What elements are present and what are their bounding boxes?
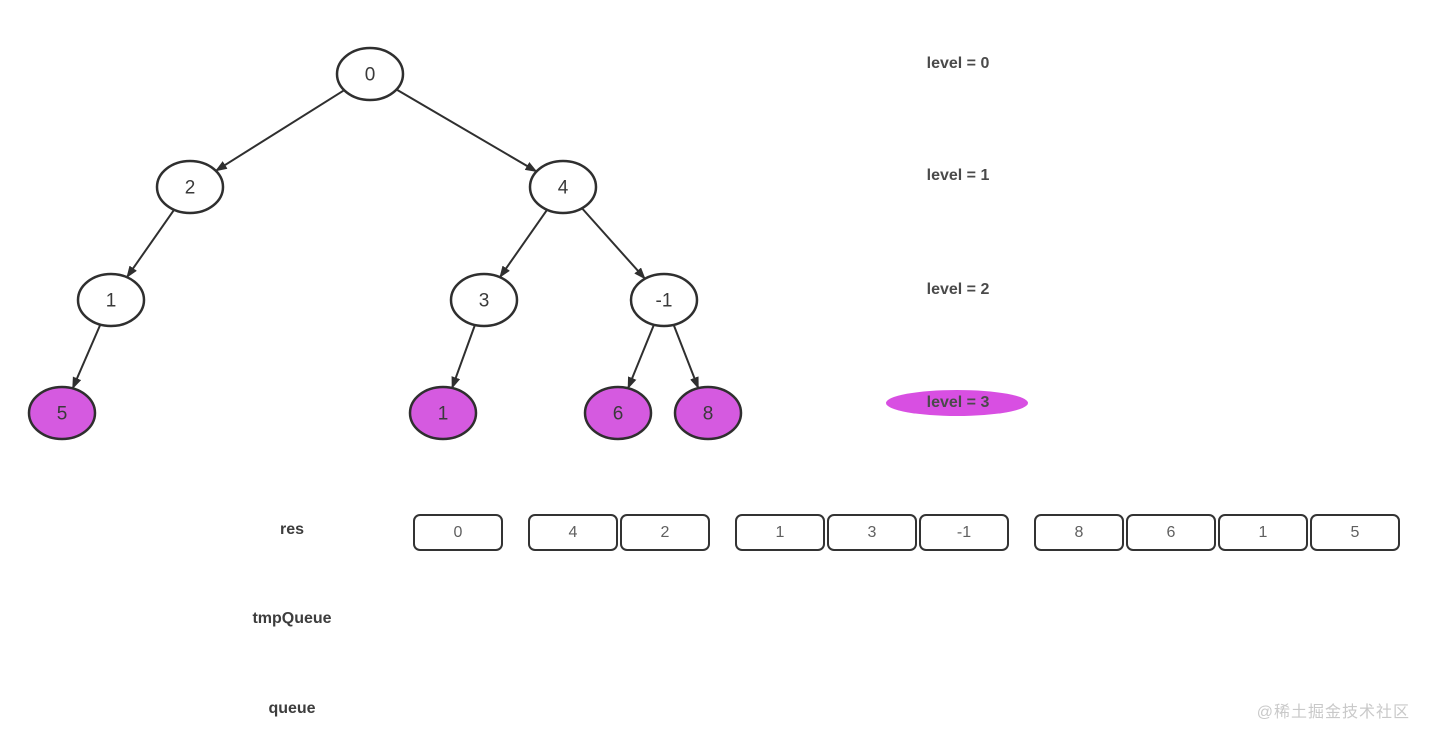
res-cell: 5 bbox=[1310, 514, 1400, 551]
tree-node-visited bbox=[27, 385, 97, 441]
tree-edge bbox=[499, 209, 548, 279]
tree-node-label: 5 bbox=[57, 404, 68, 425]
tree-nodes: 0 2 4 1 3 -1 5 1 6 8 bbox=[27, 46, 743, 441]
tree-node bbox=[155, 159, 225, 215]
tree-node-visited bbox=[583, 385, 653, 441]
tree-node-label: 0 bbox=[365, 65, 376, 86]
tree-edge bbox=[71, 324, 102, 390]
tree-node-label: 1 bbox=[438, 404, 449, 425]
tree-node bbox=[528, 159, 598, 215]
res-cell: 1 bbox=[735, 514, 825, 551]
watermark-text: @稀土掘金技术社区 bbox=[1256, 704, 1410, 721]
tree-edge bbox=[581, 207, 646, 280]
tree-edge bbox=[214, 89, 345, 172]
tmpqueue-label: tmpQueue bbox=[252, 610, 332, 627]
res-cell: 8 bbox=[1034, 514, 1124, 551]
res-label: res bbox=[279, 521, 305, 538]
tree-edge bbox=[672, 324, 700, 390]
tree-edge bbox=[451, 324, 476, 389]
tree-edge bbox=[126, 209, 175, 279]
tree-edge bbox=[395, 88, 538, 173]
level-label-highlighted: level = 3 bbox=[878, 390, 1038, 416]
level-label: level = 1 bbox=[926, 167, 990, 184]
res-cell: 3 bbox=[827, 514, 917, 551]
tree-node-visited bbox=[673, 385, 743, 441]
res-cell: 6 bbox=[1126, 514, 1216, 551]
res-cell: 2 bbox=[620, 514, 710, 551]
tree-node bbox=[449, 272, 519, 328]
tree-node-label: 8 bbox=[703, 404, 714, 425]
tree-edge bbox=[627, 324, 655, 390]
level-label: level = 2 bbox=[926, 281, 990, 298]
tree-node-label: 4 bbox=[558, 178, 569, 199]
res-cell: 0 bbox=[413, 514, 503, 551]
tree-node-visited bbox=[408, 385, 478, 441]
queue-label: queue bbox=[268, 700, 316, 717]
tree-node-label: 1 bbox=[106, 291, 117, 312]
res-cell: 4 bbox=[528, 514, 618, 551]
tree-edges bbox=[71, 88, 700, 390]
tree-node bbox=[629, 272, 699, 328]
res-cell: 1 bbox=[1218, 514, 1308, 551]
tree-node-label: 6 bbox=[613, 404, 624, 425]
tree-node-label: 3 bbox=[479, 291, 490, 312]
tree-node-label: 2 bbox=[185, 178, 196, 199]
tree-node bbox=[76, 272, 146, 328]
binary-tree-diagram: 0 2 4 1 3 -1 5 1 6 8 bbox=[27, 46, 743, 441]
level-label: level = 0 bbox=[926, 55, 990, 72]
res-level-group: 0 bbox=[413, 514, 503, 551]
tree-node bbox=[335, 46, 405, 102]
res-cell: -1 bbox=[919, 514, 1009, 551]
tree-node-label: -1 bbox=[656, 291, 673, 312]
